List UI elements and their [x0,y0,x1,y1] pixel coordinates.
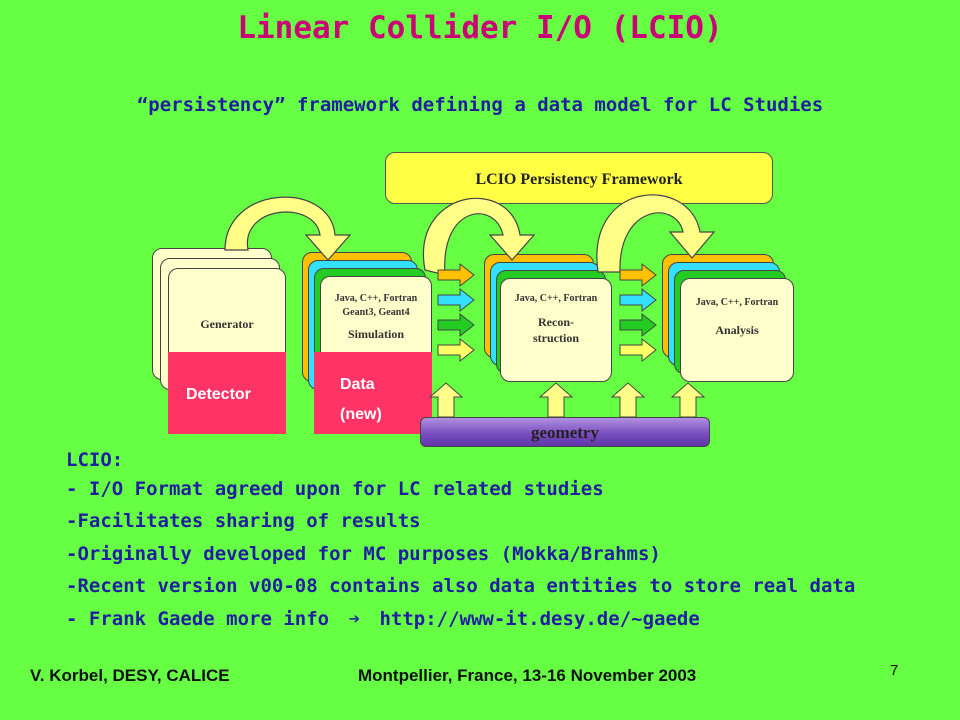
lcio-heading: LCIO: [66,449,124,471]
loop-arrow-analysis [596,194,716,273]
footer-event: Montpellier, France, 13-16 November 2003 [358,666,697,685]
bullet-5-text: - Frank Gaede more info [66,608,330,630]
gaede-link[interactable]: http://www-it.desy.de/~gaede [379,608,700,630]
reco-lang: Java, C++, Fortran [514,293,598,304]
reconstruction-card: Java, C++, Fortran Recon- struction [500,278,612,382]
bullet-1: - I/O Format agreed upon for LC related … [66,478,604,500]
simulation-label: Simulation [347,327,404,341]
framework-box: LCIO Persistency Framework [385,152,773,204]
loop-arrow-reco [422,197,536,276]
data-new-box: Data (new) [314,352,432,434]
analysis-label: Analysis [715,323,759,337]
data-label: Data [340,376,375,393]
bullet-2: -Facilitates sharing of results [66,510,421,532]
analysis-card: Java, C++, Fortran Analysis [680,278,794,382]
footer-author: V. Korbel, DESY, CALICE [30,666,230,685]
arrows-geometry-up [428,382,706,418]
bullet-5: - Frank Gaede more info ➔ http://www-it.… [66,608,700,630]
simulation-tools: Geant3, Geant4 [342,307,410,318]
geometry-bar: geometry [420,417,710,447]
detector-box: Detector [168,352,286,434]
arrows-reco-to-analysis [619,262,657,363]
generator-label: Generator [200,317,254,331]
page-number: 7 [890,662,899,679]
reco-label-1: Recon- [538,315,574,329]
bullet-4: -Recent version v00-08 contains also dat… [66,575,856,597]
analysis-lang: Java, C++, Fortran [695,297,779,308]
bullet-3: -Originally developed for MC purposes (M… [66,543,661,565]
slide-subtitle: “persistency” framework defining a data … [136,94,824,116]
curved-arrow-gen-to-sim [224,196,352,261]
slide-title: Linear Collider I/O (LCIO) [237,10,723,46]
data-new-label: (new) [340,406,382,423]
arrows-sim-to-reco [437,262,475,363]
arrow-right-icon: ➔ [348,608,361,630]
reco-label-2: struction [533,331,579,345]
detector-label: Detector [186,386,251,403]
simulation-lang: Java, C++, Fortran [334,293,418,304]
